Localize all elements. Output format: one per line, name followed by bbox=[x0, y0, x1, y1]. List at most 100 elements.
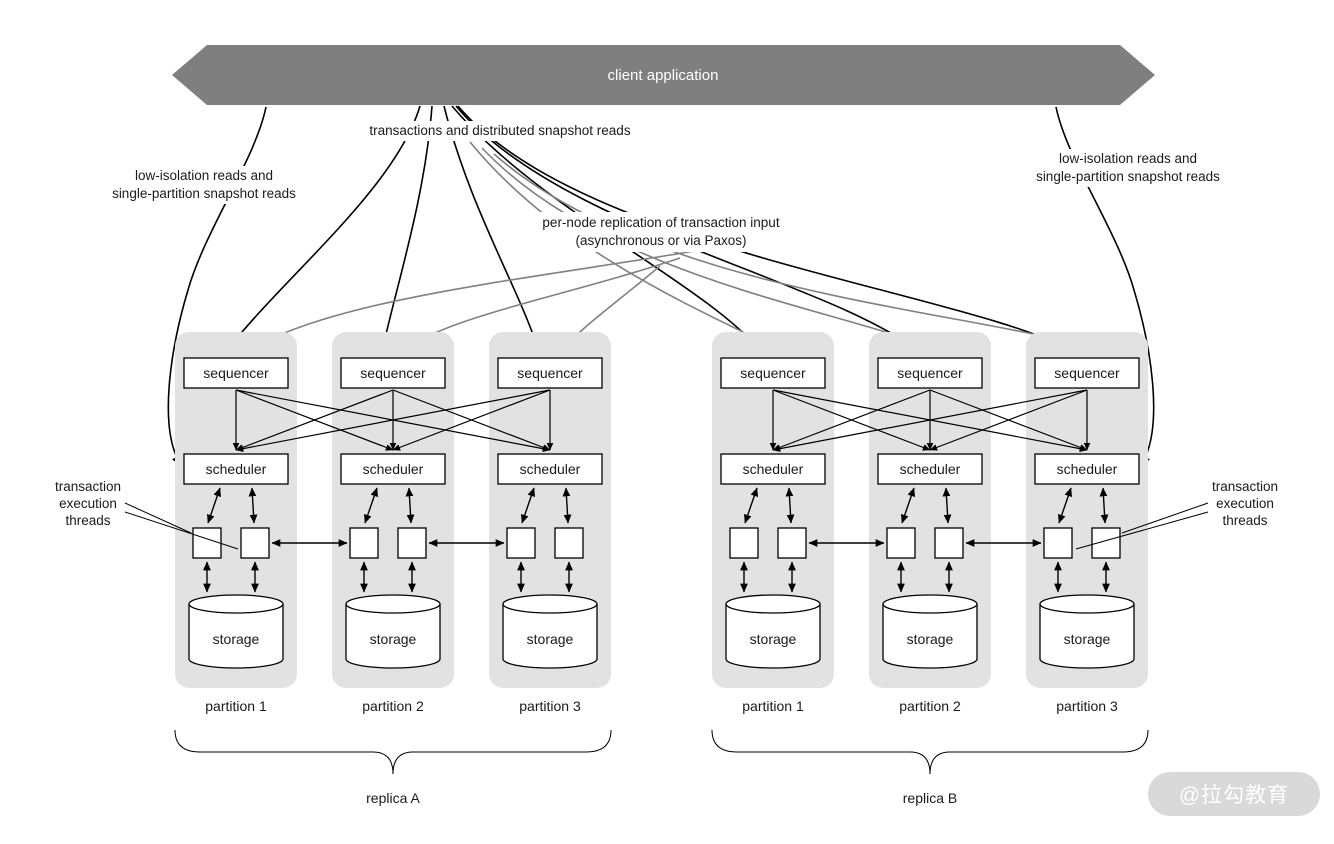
sequencer-box bbox=[183, 357, 289, 389]
partition-label: partition 1 bbox=[742, 698, 804, 714]
partition-a1: sequencer scheduler storage partition 1 bbox=[175, 332, 297, 714]
thread-box-left bbox=[886, 527, 916, 559]
thread-box-right bbox=[934, 527, 964, 559]
sequencer-box bbox=[340, 357, 446, 389]
transactions-label-group: transactions and distributed snapshot re… bbox=[338, 121, 664, 141]
replication-label-line2: (asynchronous or via Paxos) bbox=[575, 233, 746, 248]
replication-label-line1: per-node replication of transaction inpu… bbox=[542, 215, 779, 230]
replica-a: sequencer scheduler storage partition 1 … bbox=[174, 332, 612, 806]
sequencer-label: sequencer bbox=[1054, 365, 1120, 381]
low-isolation-left-line1: low-isolation reads and bbox=[135, 168, 273, 183]
partition-a2: sequencer scheduler storage partition 2 bbox=[332, 332, 454, 714]
low-isolation-left-arrow bbox=[167, 106, 267, 466]
partition-a3: sequencer scheduler storage partition 3 bbox=[489, 332, 611, 714]
partition-label: partition 1 bbox=[205, 698, 267, 714]
scheduler-label: scheduler bbox=[206, 461, 267, 477]
thread-callout-right: transaction execution threads bbox=[1075, 479, 1278, 550]
sequencer-box bbox=[497, 357, 603, 389]
thread-box-right bbox=[397, 527, 427, 559]
thread-label-right-line2: execution bbox=[1216, 496, 1274, 511]
partition-b2: sequencer scheduler storage partition 2 bbox=[869, 332, 991, 714]
storage-cylinder-body bbox=[188, 604, 284, 669]
scheduler-label: scheduler bbox=[743, 461, 804, 477]
thread-label-right-line3: threads bbox=[1222, 513, 1267, 528]
scheduler-box bbox=[340, 453, 446, 485]
thread-pointer-right-2 bbox=[1075, 511, 1209, 550]
replica-b-brace bbox=[711, 729, 1149, 775]
storage-cylinder-top bbox=[345, 594, 441, 614]
storage-cylinder-body bbox=[345, 604, 441, 669]
scheduler-label: scheduler bbox=[900, 461, 961, 477]
scheduler-label: scheduler bbox=[363, 461, 424, 477]
storage-cylinder-top bbox=[882, 594, 978, 614]
sequencer-label: sequencer bbox=[203, 365, 269, 381]
thread-box-left bbox=[729, 527, 759, 559]
storage-cylinder-top bbox=[725, 594, 821, 614]
scheduler-box bbox=[877, 453, 983, 485]
thread-label-right-line1: transaction bbox=[1212, 479, 1278, 494]
partition-label: partition 2 bbox=[899, 698, 961, 714]
storage-cylinder-top bbox=[502, 594, 598, 614]
thread-box-right bbox=[777, 527, 807, 559]
partition-b1: sequencer scheduler storage partition 1 bbox=[712, 332, 834, 714]
low-isolation-left-line2: single-partition snapshot reads bbox=[112, 186, 296, 201]
storage-cylinder-body bbox=[502, 604, 598, 669]
sequencer-label: sequencer bbox=[360, 365, 426, 381]
transactions-label: transactions and distributed snapshot re… bbox=[369, 123, 630, 138]
storage-label: storage bbox=[213, 631, 260, 647]
thread-box-left bbox=[1043, 527, 1073, 559]
scheduler-box bbox=[720, 453, 826, 485]
thread-box-left bbox=[349, 527, 379, 559]
low-isolation-right-line1: low-isolation reads and bbox=[1059, 151, 1197, 166]
sequencer-box bbox=[720, 357, 826, 389]
thread-pointer-left-1 bbox=[124, 502, 192, 534]
scheduler-box bbox=[497, 453, 603, 485]
scheduler-label: scheduler bbox=[520, 461, 581, 477]
watermark: @拉勾教育 bbox=[1148, 772, 1320, 816]
thread-label-left-line1: transaction bbox=[55, 479, 121, 494]
watermark-pill bbox=[1148, 772, 1320, 816]
storage-label: storage bbox=[527, 631, 574, 647]
replica-a-brace bbox=[174, 729, 612, 775]
scheduler-label: scheduler bbox=[1057, 461, 1118, 477]
sequencer-box bbox=[1034, 357, 1140, 389]
storage-label: storage bbox=[907, 631, 954, 647]
storage-cylinder-top bbox=[1039, 594, 1135, 614]
thread-box-left bbox=[506, 527, 536, 559]
replica-b-label: replica B bbox=[903, 790, 957, 806]
storage-cylinder-body bbox=[1039, 604, 1135, 669]
partition-label: partition 3 bbox=[1056, 698, 1118, 714]
storage-cylinder-body bbox=[725, 604, 821, 669]
replica-a-label: replica A bbox=[366, 790, 420, 806]
low-isolation-left-label-group: low-isolation reads and single-partition… bbox=[95, 166, 313, 204]
storage-label: storage bbox=[370, 631, 417, 647]
low-isolation-right-line2: single-partition snapshot reads bbox=[1036, 169, 1220, 184]
watermark-text: @拉勾教育 bbox=[1179, 784, 1289, 807]
thread-box-right bbox=[554, 527, 584, 559]
sequencer-label: sequencer bbox=[517, 365, 583, 381]
thread-callout-left: transaction execution threads bbox=[55, 479, 239, 550]
sequencer-box bbox=[877, 357, 983, 389]
replica-b: sequencer scheduler storage partition 1 … bbox=[711, 332, 1149, 806]
partition-label: partition 2 bbox=[362, 698, 424, 714]
thread-pointer-right-1 bbox=[1121, 502, 1209, 534]
storage-label: storage bbox=[1064, 631, 1111, 647]
partition-b3: sequencer scheduler storage partition 3 bbox=[1026, 332, 1148, 714]
low-isolation-right-label-group: low-isolation reads and single-partition… bbox=[1018, 149, 1238, 187]
sequencer-label: sequencer bbox=[897, 365, 963, 381]
thread-box-left bbox=[192, 527, 222, 559]
thread-label-left-line3: threads bbox=[65, 513, 110, 528]
scheduler-box bbox=[1034, 453, 1140, 485]
client-application-label: client application bbox=[608, 67, 719, 84]
storage-label: storage bbox=[750, 631, 797, 647]
partition-label: partition 3 bbox=[519, 698, 581, 714]
storage-cylinder-top bbox=[188, 594, 284, 614]
thread-pointer-left-2 bbox=[124, 511, 239, 550]
sequencer-label: sequencer bbox=[740, 365, 806, 381]
storage-cylinder-body bbox=[882, 604, 978, 669]
replication-label-group: per-node replication of transaction inpu… bbox=[518, 212, 804, 252]
client-application-banner bbox=[172, 45, 1155, 105]
thread-label-left-line2: execution bbox=[59, 496, 117, 511]
thread-box-right bbox=[240, 527, 270, 559]
